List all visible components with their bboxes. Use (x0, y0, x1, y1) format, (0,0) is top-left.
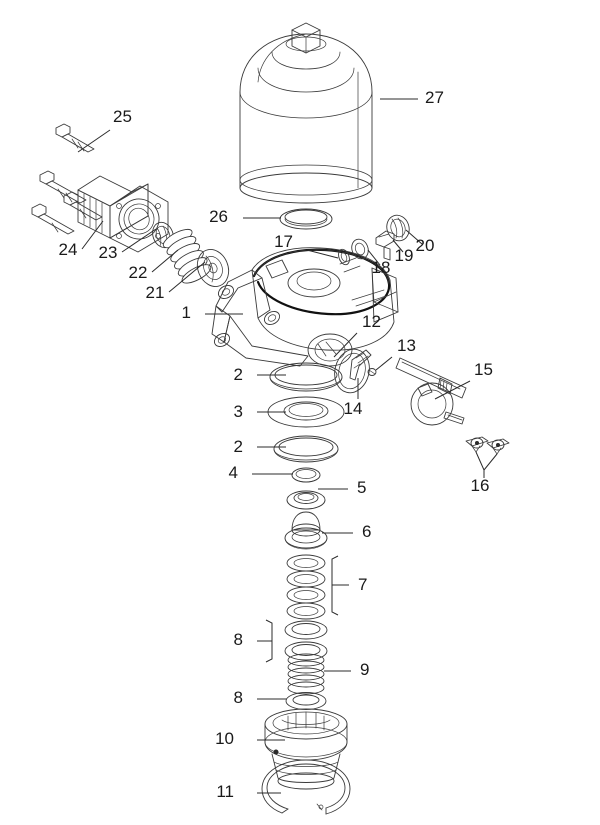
part-clip-pin (367, 368, 377, 376)
callout-15: 15 (434, 360, 493, 400)
part-o-ring-sensor (334, 348, 370, 394)
callout-3: 3 (234, 402, 286, 421)
callout-label-17: 17 (274, 232, 293, 251)
part-o-ring-large-lower (273, 435, 339, 463)
callout-label-16: 16 (471, 476, 490, 495)
part-retaining-snap-ring (261, 759, 351, 815)
part-washer-single (285, 692, 327, 710)
callout-label-4: 4 (229, 463, 238, 482)
washer (284, 620, 328, 640)
part-washer-pair (284, 620, 328, 661)
part-gasket-ring (279, 208, 333, 230)
callout-label-9: 9 (360, 660, 369, 679)
part-cap-nut (386, 214, 410, 242)
washer (284, 641, 328, 661)
callout-label-3: 3 (234, 402, 243, 421)
callout-25: 25 (77, 107, 132, 153)
callout-label-21: 21 (146, 283, 165, 302)
callout-9: 9 (324, 660, 369, 679)
callout-20: 20 (405, 229, 435, 255)
callout-8-single: 8 (234, 688, 287, 707)
part-spacer-ring-set (286, 554, 326, 620)
callout-label-27: 27 (425, 88, 444, 107)
screw (486, 438, 510, 455)
spacer-ring (286, 554, 326, 572)
callout-label-5: 5 (357, 478, 366, 497)
callout-label-26: 26 (209, 207, 228, 226)
spacer-ring (286, 586, 326, 604)
callout-17: 17 (274, 232, 339, 259)
part-oil-filter-canister (239, 22, 373, 204)
callout-label-2a: 2 (234, 365, 243, 384)
callout-label-11: 11 (216, 782, 234, 801)
callout-8-pair: 8 (234, 619, 273, 663)
callout-18: 18 (367, 249, 391, 277)
callout-label-20: 20 (416, 236, 435, 255)
callout-6: 6 (322, 522, 371, 541)
callout-label-2b: 2 (234, 437, 243, 456)
callout-label-15: 15 (474, 360, 493, 379)
canister-hex-nut (285, 22, 327, 54)
spacer-ring (286, 602, 326, 620)
part-spring-seat-washer (196, 249, 230, 287)
callout-16: 16 (471, 451, 498, 495)
callout-26: 26 (209, 207, 281, 226)
part-valve-body-insert (264, 708, 348, 790)
callout-label-13: 13 (397, 336, 416, 355)
callout-label-23: 23 (99, 243, 118, 262)
part-o-ring-large-upper (269, 362, 343, 392)
part-screw-pair (465, 436, 510, 455)
part-sealing-washer (338, 248, 350, 266)
callout-14: 14 (344, 378, 363, 418)
callout-2-upper: 2 (234, 365, 286, 384)
part-o-ring-small (291, 467, 321, 483)
callout-label-7: 7 (358, 575, 367, 594)
part-plug-screw (375, 230, 395, 261)
callout-4: 4 (229, 463, 293, 482)
callout-13: 13 (375, 336, 416, 371)
callout-label-19: 19 (395, 246, 414, 265)
callout-label-8b: 8 (234, 688, 243, 707)
callout-label-6: 6 (362, 522, 371, 541)
callout-23: 23 (99, 228, 157, 262)
screw (465, 436, 489, 453)
callout-5: 5 (318, 478, 366, 497)
callout-label-8a: 8 (234, 630, 243, 649)
callout-label-10: 10 (215, 729, 234, 748)
callout-label-1: 1 (182, 303, 191, 322)
callout-1: 1 (182, 303, 243, 322)
callout-10: 10 (215, 729, 285, 748)
bolt-4 (31, 203, 75, 235)
callout-12: 12 (333, 312, 381, 358)
callout-27: 27 (380, 88, 444, 107)
part-retaining-clip (349, 349, 372, 381)
bolt-1 (55, 123, 95, 153)
spacer-ring (286, 570, 326, 588)
part-vent-screw (351, 238, 369, 260)
callout-24: 24 (59, 220, 104, 259)
callout-label-25: 25 (113, 107, 132, 126)
part-pressure-sensor (395, 357, 467, 426)
callout-19: 19 (392, 239, 414, 265)
callout-label-12: 12 (362, 312, 381, 331)
callout-7: 7 (331, 555, 367, 616)
callout-11: 11 (216, 782, 281, 801)
bolt-2 (39, 170, 87, 204)
callout-label-24: 24 (59, 240, 78, 259)
callout-21: 21 (146, 261, 206, 302)
callout-label-18: 18 (372, 258, 391, 277)
callout-label-22: 22 (129, 263, 148, 282)
part-bolt-set (31, 123, 103, 235)
callout-22: 22 (129, 249, 179, 282)
part-filter-head-bracket (211, 247, 399, 367)
part-pump-module (77, 175, 169, 253)
part-valve-plug (284, 511, 328, 550)
part-seal-ring (286, 490, 326, 510)
part-coil-spring (287, 653, 325, 695)
callout-2-lower: 2 (234, 437, 286, 456)
callout-label-14: 14 (344, 399, 363, 418)
